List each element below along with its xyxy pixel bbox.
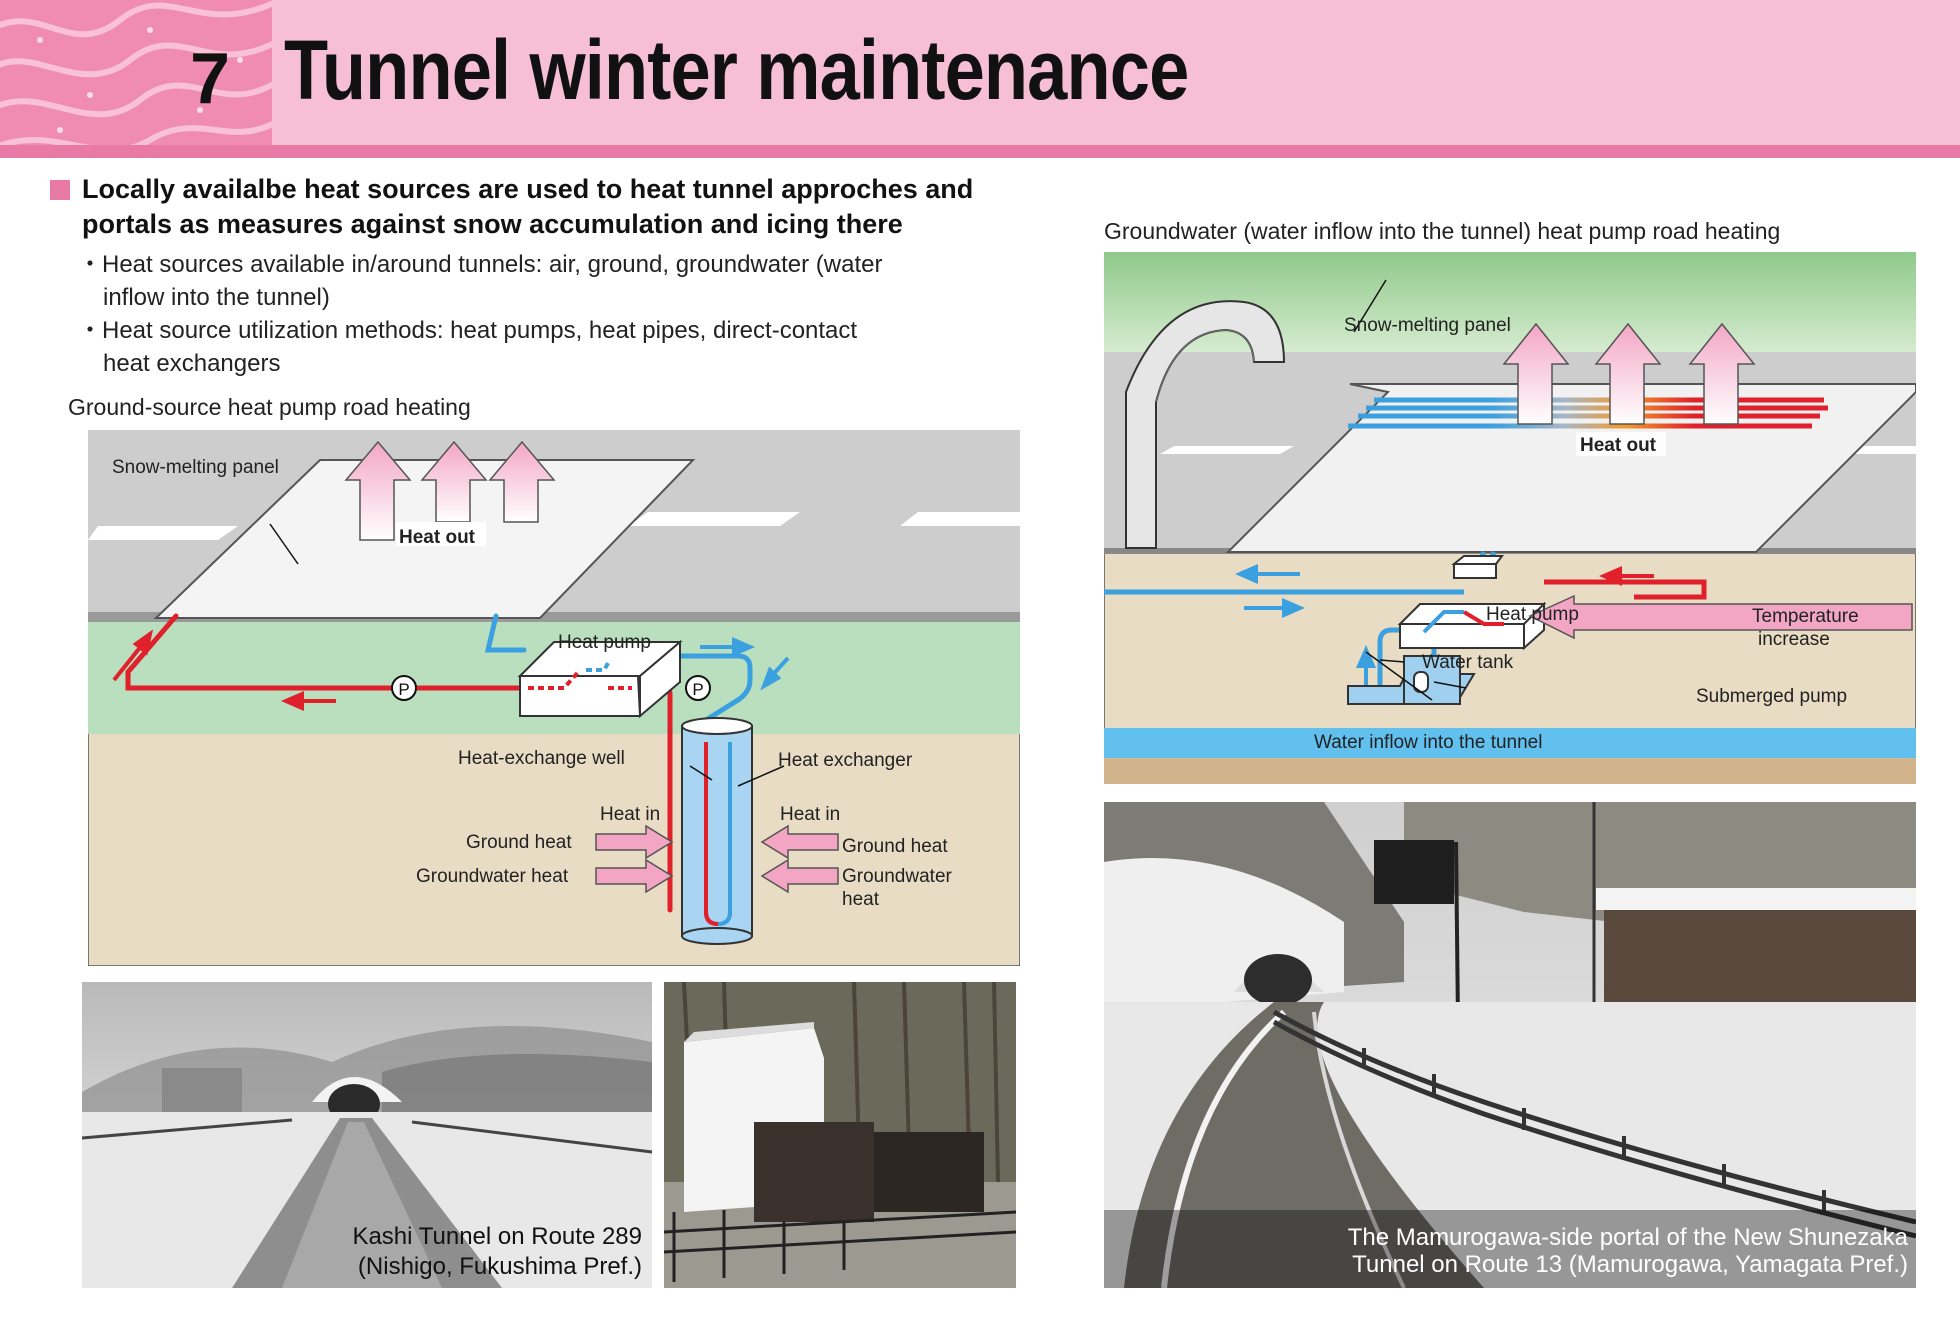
left-heat-pump-label: Heat pump: [558, 632, 651, 653]
heat-in-left-label: Heat in: [600, 804, 660, 825]
bullet-1-line-1: ・Heat sources available in/around tunnel…: [78, 251, 883, 278]
photo-shunezaka-tunnel: The Mamurogawa-side portal of the New Sh…: [1104, 802, 1916, 1288]
photo-heat-pump-building: [664, 982, 1016, 1288]
submerged-pump-label: Submerged pump: [1696, 686, 1847, 707]
heat-exchanger-label: Heat exchanger: [778, 750, 913, 771]
pump-symbol-left: P: [398, 680, 409, 699]
groundwater-heat-right-label-1: Groundwater: [842, 866, 953, 887]
groundwater-heat-right-label-2: heat: [842, 889, 880, 910]
header-band: [272, 0, 1960, 145]
temperature-label-2: increase: [1758, 629, 1830, 650]
left-panel-label: Snow-melting panel: [112, 457, 279, 478]
left-heat-out-label: Heat out: [399, 527, 476, 548]
bullet-2-line-2: heat exchangers: [103, 350, 281, 377]
page-header: 7 Tunnel winter maintenance: [0, 0, 1960, 158]
shunezaka-caption-line-2: Tunnel on Route 13 (Mamurogawa, Yamagata…: [1352, 1251, 1908, 1278]
groundwater-heat-pump-diagram: Snow-melting panel Heat out Heat pump Te…: [1104, 252, 1916, 784]
shunezaka-caption-line-1: The Mamurogawa-side portal of the New Sh…: [1347, 1224, 1908, 1251]
ground-source-diagram: P P Snow-melting panel Heat o: [88, 430, 1020, 966]
heat-exchange-well-label: Heat-exchange well: [458, 748, 625, 769]
section-bullet-marker: [50, 180, 70, 200]
right-heat-out-label: Heat out: [1580, 435, 1657, 456]
right-heat-pump-label: Heat pump: [1486, 604, 1579, 625]
temperature-label-1: Temperature: [1752, 606, 1859, 627]
groundwater-heat-left-label: Groundwater heat: [416, 866, 569, 887]
kashi-caption: Kashi Tunnel on Route 289 (Nishigo, Fuku…: [352, 1222, 642, 1282]
lead-line-2: portals as measures against snow accumul…: [82, 209, 903, 239]
right-diagram-caption: Groundwater (water inflow into the tunne…: [1104, 218, 1781, 244]
water-tank-label: Water tank: [1422, 652, 1514, 673]
header-decorative-pattern: [0, 0, 272, 158]
ground-heat-left-label: Ground heat: [466, 832, 572, 853]
bullet-1-line-2: inflow into the tunnel): [103, 284, 330, 311]
kashi-caption-line-2: (Nishigo, Fukushima Pref.): [357, 1253, 642, 1280]
heat-in-right-label: Heat in: [780, 804, 840, 825]
chapter-number: 7: [190, 39, 231, 119]
water-inflow-label: Water inflow into the tunnel: [1314, 732, 1542, 753]
shunezaka-caption: The Mamurogawa-side portal of the New Sh…: [1348, 1224, 1908, 1278]
left-diagram-caption: Ground-source heat pump road heating: [68, 394, 471, 420]
right-panel-label: Snow-melting panel: [1344, 315, 1511, 336]
kashi-caption-line-1: Kashi Tunnel on Route 289: [352, 1223, 642, 1250]
bullet-2-line-1: ・Heat source utilization methods: heat p…: [78, 317, 858, 344]
photo-kashi-tunnel: Kashi Tunnel on Route 289 (Nishigo, Fuku…: [82, 982, 652, 1288]
pump-symbol-right: P: [692, 680, 703, 699]
header-rule: [0, 145, 1960, 158]
lead-line-1: Locally availalbe heat sources are used …: [82, 174, 974, 204]
page-title: Tunnel winter maintenance: [284, 23, 1189, 117]
ground-heat-right-label: Ground heat: [842, 836, 948, 857]
